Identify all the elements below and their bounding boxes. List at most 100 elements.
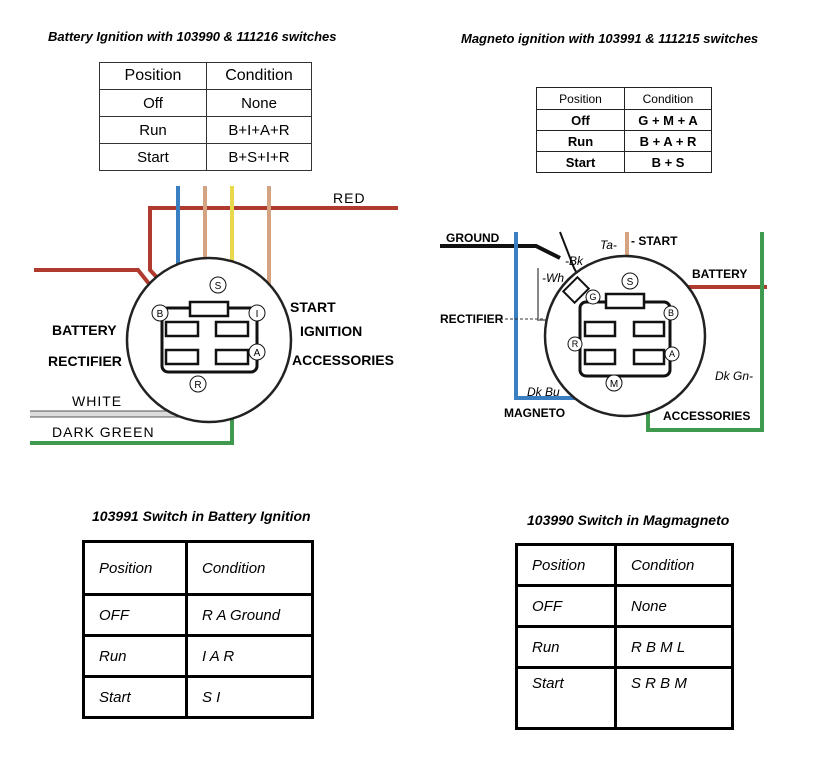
terminal-circle: [248, 304, 266, 322]
terminal-circle: [585, 289, 601, 305]
table-cell: None: [206, 89, 312, 117]
magneto-ignition-title: Magneto ignition with 103991 & 111215 sw…: [461, 31, 759, 46]
terminal-circle: [151, 304, 169, 322]
terminal-label: B: [157, 309, 164, 320]
table-cell: S I: [185, 675, 314, 719]
table-cell: OFF: [515, 584, 617, 628]
terminal-circle: [189, 375, 207, 393]
switch-103991-title: 103991 Switch in Battery Ignition: [92, 508, 311, 524]
wh-label: -Wh: [542, 271, 564, 285]
battery-wire: [653, 285, 767, 322]
terminal-circle: [567, 336, 583, 352]
terminal-circle: [664, 346, 680, 362]
table-cell: R B M L: [614, 625, 734, 669]
terminal-slot: [214, 320, 250, 338]
dark-green-wire: [30, 370, 234, 445]
table-cell: Start: [515, 666, 617, 730]
terminal-circle: [663, 305, 679, 321]
dk-gn-label: Dk Gn-: [715, 369, 753, 383]
table-cell: Start: [99, 143, 207, 171]
table-cell: None: [614, 584, 734, 628]
start-label: - START: [631, 234, 678, 248]
white-label: WHITE: [72, 393, 122, 409]
table-cell: R A Ground: [185, 593, 314, 637]
white-wire-outline: [30, 370, 184, 418]
white-wire: [30, 370, 183, 417]
table-cell: Run: [82, 634, 188, 678]
terminal-label: A: [669, 349, 675, 359]
table-cell: Start: [536, 151, 625, 173]
accessories-label: ACCESSORIES: [663, 409, 750, 423]
table-cell: B + A + R: [624, 130, 712, 152]
terminal-slot: [214, 348, 250, 366]
black-wire: [559, 231, 589, 295]
terminal-label: R: [572, 339, 579, 349]
table-header: Position: [536, 87, 625, 110]
table-cell: OFF: [82, 593, 188, 637]
start-label: START: [290, 299, 336, 315]
battery-label: BATTERY: [692, 267, 747, 281]
terminal-slot: [604, 292, 646, 310]
magneto-switch-body: [543, 254, 707, 418]
terminal-circle: [248, 343, 266, 361]
table-cell: I A R: [185, 634, 314, 678]
ta-label: Ta-: [600, 238, 617, 252]
magneto-label: MAGNETO: [504, 406, 565, 420]
ground-wire: [440, 244, 561, 260]
battery-switch-base: [160, 306, 259, 374]
battery-label: BATTERY: [52, 322, 117, 338]
rectifier-label: RECTIFIER: [440, 312, 504, 326]
switch-103990-title: 103990 Switch in Magmagneto: [527, 512, 730, 528]
terminal-slot: [164, 320, 200, 338]
table-cell: B + S: [624, 151, 712, 173]
terminal-label: B: [668, 308, 674, 318]
blue-wire: [176, 186, 192, 307]
terminal-circle: [621, 272, 639, 290]
table-header: Position: [82, 540, 188, 596]
terminal-label: S: [627, 277, 634, 288]
table-cell: Off: [536, 109, 625, 131]
battery-wire: [34, 268, 174, 321]
table-cell: S R B M: [614, 666, 734, 730]
terminal-slot: [583, 348, 617, 366]
table-header: Position: [515, 543, 617, 587]
table-header: Condition: [624, 87, 712, 110]
terminal-slot: [164, 348, 200, 366]
table-cell: Run: [515, 625, 617, 669]
table-cell: Run: [99, 116, 207, 144]
terminal-slot: [188, 300, 230, 318]
accessories-label: ACCESSORIES: [292, 352, 394, 368]
table-cell: Run: [536, 130, 625, 152]
magneto-switch-base: [578, 300, 672, 378]
table-header: Position: [99, 62, 207, 90]
table-cell: Start: [82, 675, 188, 719]
white-wire: [537, 268, 585, 321]
terminal-label: M: [610, 379, 618, 390]
red-wire: [148, 206, 398, 320]
ground-label: GROUND: [446, 231, 500, 245]
dk-bu-label: Dk Bu: [527, 385, 560, 399]
table-cell: B+I+A+R: [206, 116, 312, 144]
terminal-label: G: [589, 292, 596, 302]
terminal-label: A: [254, 348, 261, 359]
battery-switch-body: [125, 256, 293, 424]
table-cell: B+S+I+R: [206, 143, 312, 171]
terminal-label: I: [256, 309, 259, 320]
table-header: Condition: [614, 543, 734, 587]
dark-green-label: DARK GREEN: [52, 424, 155, 440]
table-cell: Off: [99, 89, 207, 117]
terminal-circle: [605, 374, 623, 392]
ground-terminal: [561, 275, 591, 305]
rectifier-label: RECTIFIER: [48, 353, 122, 369]
terminal-slot: [632, 320, 666, 338]
terminal-slot: [632, 348, 666, 366]
terminal-slot: [583, 320, 617, 338]
terminal-circle: [209, 276, 227, 294]
bk-label: -Bk: [565, 254, 584, 268]
table-cell: G + M + A: [624, 109, 712, 131]
table-header: Condition: [206, 62, 312, 90]
